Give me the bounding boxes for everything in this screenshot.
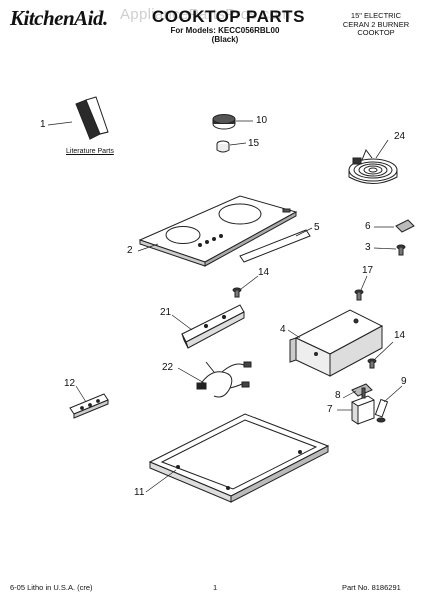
color-line: (Black) xyxy=(211,35,239,44)
description-line: 15" ELECTRIC xyxy=(350,11,402,20)
callout-4: 4 xyxy=(280,324,286,335)
literature-parts-label: Literature Parts xyxy=(66,148,114,155)
footer-part-number: Part No. 8186291 xyxy=(342,583,401,592)
description-line: COOKTOP xyxy=(357,28,395,37)
radiant-element xyxy=(348,148,398,184)
product-description: 15" ELECTRIC CERAN 2 BURNER COOKTOP xyxy=(331,11,421,38)
mounting-clip xyxy=(395,219,415,233)
brand-logo: KitchenAid. xyxy=(10,6,108,30)
callout-14-upper: 14 xyxy=(258,267,270,278)
terminal-block xyxy=(69,393,109,419)
models-line: For Models: KECC056RBL00 xyxy=(170,26,280,35)
callout-5: 5 xyxy=(314,222,320,233)
page-title: COOKTOP PARTS xyxy=(152,7,305,26)
footer-page-number: 1 xyxy=(213,583,218,592)
infinite-switch xyxy=(351,387,375,425)
watermark: AppliancePartsPros.com xyxy=(120,6,291,23)
control-box xyxy=(289,309,384,377)
gasket-strip xyxy=(239,229,311,263)
callout-9: 9 xyxy=(401,376,407,387)
control-knob xyxy=(212,114,236,130)
callout-21: 21 xyxy=(160,307,172,318)
cooktop-glass xyxy=(138,195,298,267)
callout-11: 11 xyxy=(134,487,145,498)
description-line: CERAN 2 BURNER xyxy=(342,19,410,29)
callout-2: 2 xyxy=(127,245,133,256)
footer-litho: 6-05 Litho in U.S.A. (cre) xyxy=(10,583,93,592)
callout-22: 22 xyxy=(162,362,174,373)
callout-1: 1 xyxy=(40,119,46,130)
callout-12: 12 xyxy=(64,378,76,389)
callout-24: 24 xyxy=(394,131,406,142)
callout-3: 3 xyxy=(365,242,371,253)
mounting-bracket xyxy=(181,304,245,349)
burner-box xyxy=(148,413,330,503)
screw xyxy=(367,358,377,369)
callout-6: 6 xyxy=(365,221,371,232)
literature-booklet xyxy=(75,96,109,140)
callout-17: 17 xyxy=(362,265,374,276)
callout-10: 10 xyxy=(256,115,268,126)
wire-harness xyxy=(196,361,252,398)
screw xyxy=(396,244,406,256)
callout-15: 15 xyxy=(248,138,260,149)
callout-14-lower: 14 xyxy=(394,330,406,341)
screw xyxy=(354,289,364,301)
callout-8: 8 xyxy=(335,390,341,401)
indicator-light xyxy=(374,398,389,423)
knob-bezel xyxy=(216,140,230,153)
callout-7: 7 xyxy=(327,404,333,415)
screw xyxy=(232,287,242,298)
models-subtitle: For Models: KECC056RBL00 (Black) xyxy=(160,26,290,44)
